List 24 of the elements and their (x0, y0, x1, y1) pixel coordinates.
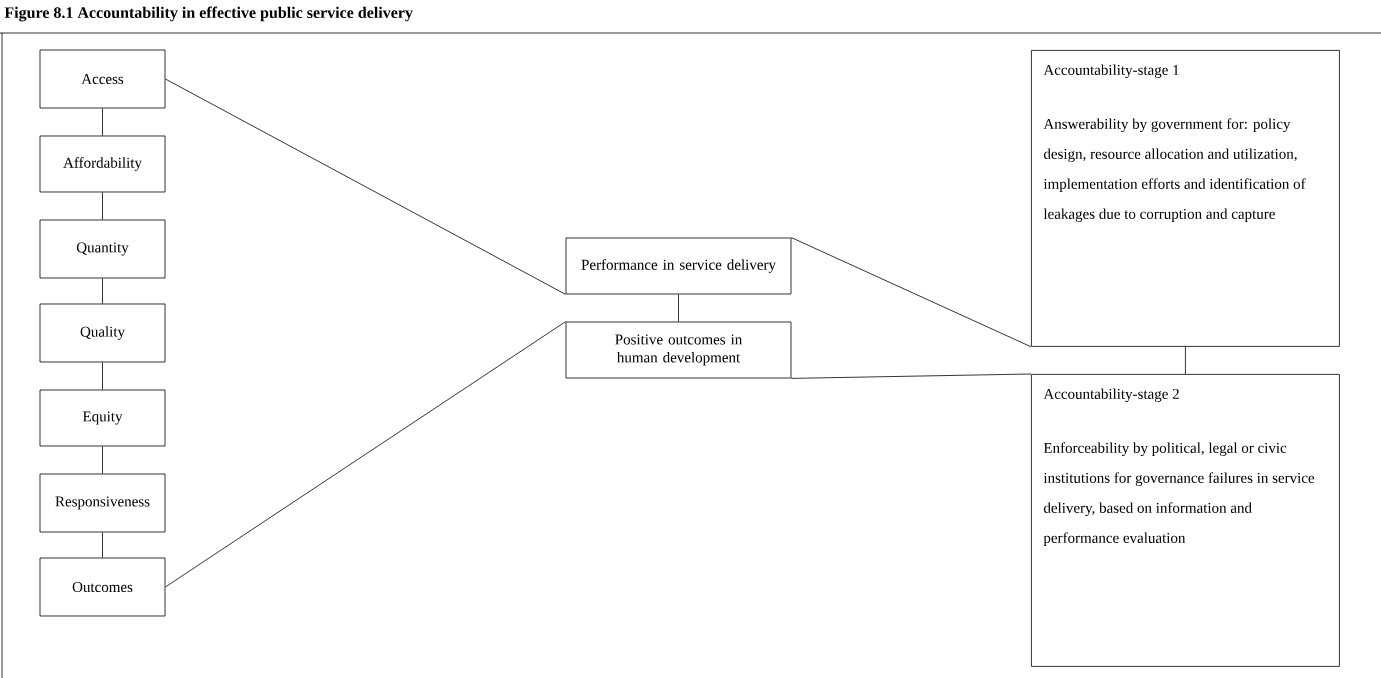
label-box: Access (39, 49, 166, 109)
label-box: Responsiveness (39, 473, 166, 533)
label-box: Positive outcomes in human development (565, 321, 792, 379)
connector-line (165, 78, 566, 295)
connector-line (102, 278, 103, 304)
label-box: Performance in service delivery (565, 237, 792, 295)
connector-line (102, 532, 103, 558)
connector-line (165, 321, 566, 588)
label-box: Affordability (39, 135, 166, 193)
label-box: Quality (39, 303, 166, 363)
text-box: Accountability-stage 2 Enforceability by political, legal or civic institutions for governance failures in service delivery, based on information and performance evaluation (1031, 374, 1340, 667)
label-box: Quantity (39, 219, 166, 279)
connector-line (678, 294, 679, 322)
connector-line (102, 446, 103, 474)
label-box: Outcomes (39, 557, 166, 617)
connector-line (102, 108, 103, 136)
figure-title: Figure 8.1 Accountability in effective public service delivery (4, 6, 413, 22)
connector-line (102, 362, 103, 390)
connector-line (791, 373, 1032, 379)
connector-line (791, 237, 1032, 348)
text-box: Accountability-stage 1 Answerability by government for: policy design, resource allocation and utilization, implementation efforts and identification of leakages due to corruption and capture (1031, 50, 1340, 347)
connector-line (102, 192, 103, 220)
connector-line (1185, 346, 1186, 375)
label-box: Equity (39, 389, 166, 447)
